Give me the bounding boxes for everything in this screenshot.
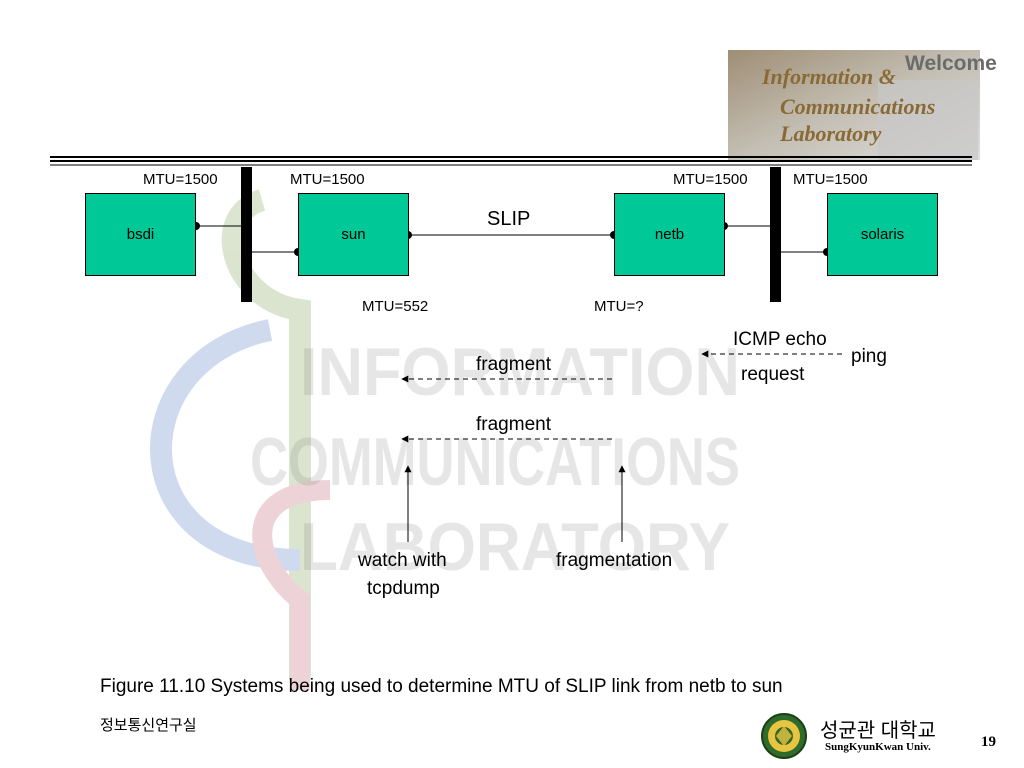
figure-caption: Figure 11.10 Systems being used to deter…	[100, 676, 783, 697]
fragment-label-2: fragment	[476, 414, 551, 435]
tcpdump-label: tcpdump	[367, 578, 440, 599]
watermark-line-2: COMMUNICATIONS	[250, 424, 740, 500]
host-solaris: solaris	[827, 193, 938, 276]
banner-welcome: Welcome	[905, 52, 997, 75]
mtu-solaris: MTU=1500	[793, 171, 868, 188]
banner-background	[728, 50, 980, 160]
ethernet-bus-left	[241, 167, 252, 302]
mtu-netb-ether: MTU=1500	[673, 171, 748, 188]
header-rule	[50, 156, 972, 166]
mtu-bsdi: MTU=1500	[143, 171, 218, 188]
page-number: 19	[981, 734, 996, 750]
host-sun: sun	[298, 193, 409, 276]
host-bsdi: bsdi	[85, 193, 196, 276]
fragmentation-label: fragmentation	[556, 550, 673, 571]
mtu-sun-slip: MTU=552	[362, 298, 429, 315]
icmp-echo-label: ICMP echo	[733, 329, 827, 350]
slip-label: SLIP	[487, 208, 531, 230]
banner-line-2: Communications	[780, 94, 936, 119]
mtu-sun-ether: MTU=1500	[290, 171, 365, 188]
request-label: request	[741, 364, 805, 385]
watch-with-label: watch with	[358, 550, 447, 571]
banner-line-1: Information &	[762, 64, 896, 89]
university-seal-icon	[761, 713, 807, 759]
lab-name: 정보통신연구실	[100, 717, 197, 734]
host-netb: netb	[614, 193, 725, 276]
ethernet-bus-right	[770, 167, 781, 302]
university-name-english: SungKyunKwan Univ.	[825, 741, 931, 753]
university-name-korean: 성균관 대학교	[820, 720, 936, 742]
ping-label: ping	[851, 346, 887, 367]
fragment-label-1: fragment	[476, 354, 551, 375]
watermark-line-1: INFORMATION	[300, 334, 740, 410]
watermark-line-3: LABORATORY	[300, 509, 730, 585]
banner-line-3: Laboratory	[780, 121, 882, 146]
mtu-netb-slip: MTU=?	[594, 298, 644, 315]
